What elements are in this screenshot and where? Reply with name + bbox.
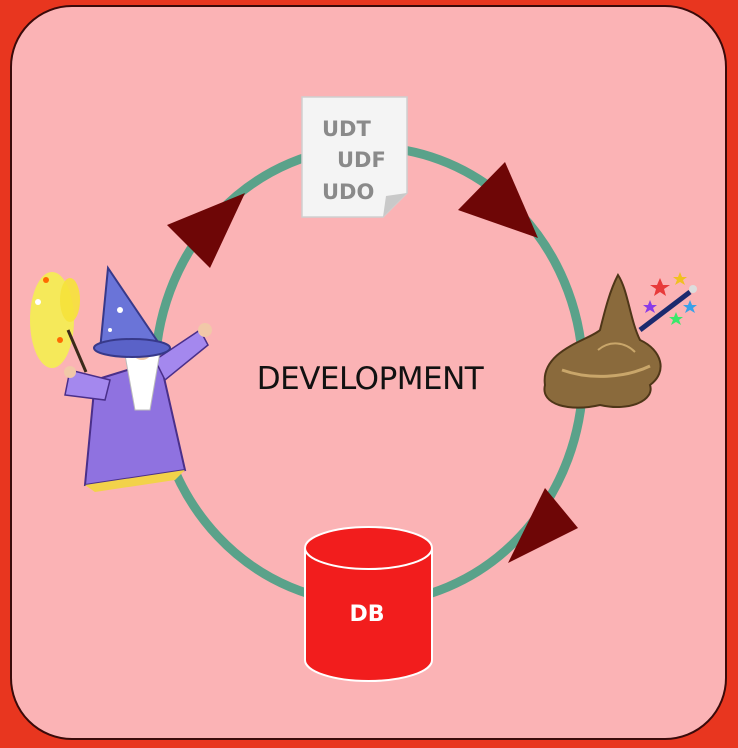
cycle-arrow-top-left <box>167 193 245 268</box>
wizard-icon <box>30 265 212 492</box>
database-icon <box>304 526 433 682</box>
document-line-udf: UDF <box>337 148 386 172</box>
cycle-arrow-top-right <box>458 162 538 238</box>
document-icon <box>301 96 408 218</box>
center-label: DEVELOPMENT <box>256 361 484 397</box>
cycle-arrow-bottom-right <box>508 488 578 563</box>
database-label: DB <box>349 602 385 627</box>
wizard-hat-wand-icon <box>543 272 697 409</box>
document-line-udo: UDO <box>322 180 375 204</box>
document-line-udt: UDT <box>322 117 371 141</box>
